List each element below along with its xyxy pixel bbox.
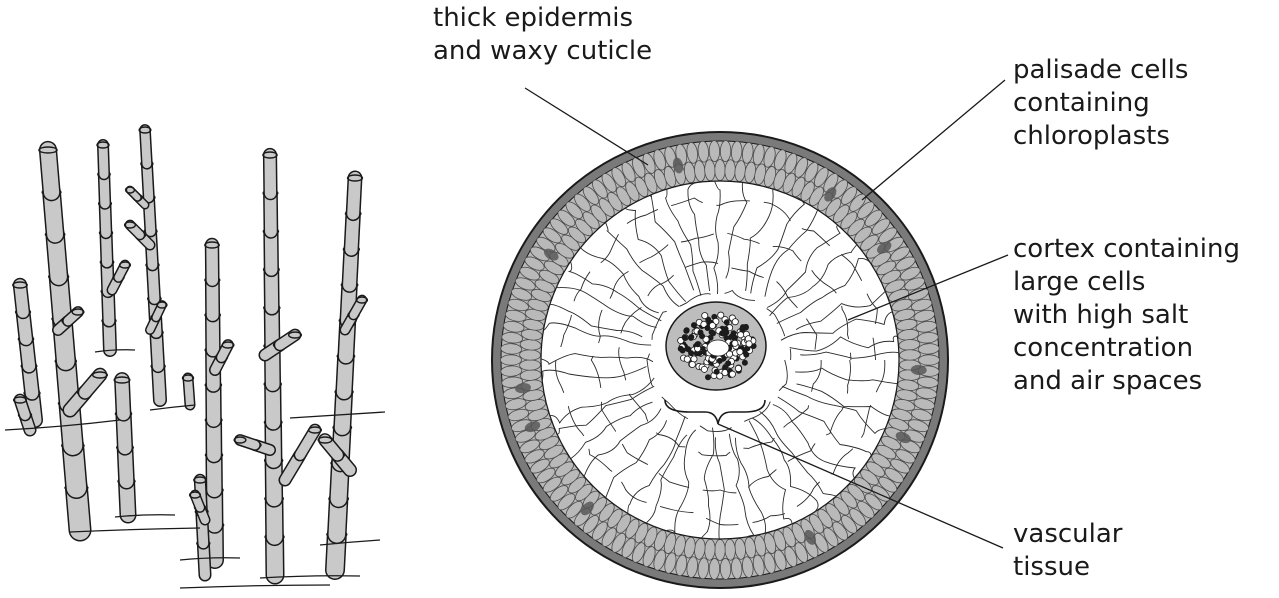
xylem-cell — [714, 369, 719, 374]
phloem-cell — [732, 340, 738, 346]
xylem-cell — [744, 352, 749, 357]
label-epidermis-line-1: thick epidermis — [433, 2, 652, 35]
label-cortex-line-5: and air spaces — [1013, 365, 1240, 398]
label-vascular-line-2: tissue — [1013, 551, 1122, 584]
phloem-cell — [738, 332, 744, 338]
label-palisade: palisade cells containing chloroplasts — [1013, 54, 1188, 153]
stem-segment — [48, 150, 52, 192]
xylem-cell — [724, 330, 729, 335]
label-cortex-line-2: large cells — [1013, 266, 1240, 299]
xylem-cell — [689, 334, 694, 339]
stem-segment — [145, 130, 147, 164]
palisade-cell — [720, 140, 731, 161]
phloem-cell — [732, 319, 738, 325]
palisade-cell — [919, 355, 940, 365]
label-vascular: vascular tissue — [1013, 518, 1122, 584]
phloem-cell — [746, 341, 752, 347]
xylem-cell — [695, 342, 700, 347]
palisade-cell — [709, 140, 720, 161]
leader-palisade — [862, 80, 1005, 200]
xylem-cell — [682, 335, 687, 340]
stem-segment — [300, 430, 315, 455]
phloem-cell — [701, 366, 707, 372]
label-cortex-line-4: concentration — [1013, 332, 1240, 365]
xylem-cell — [684, 328, 689, 333]
stem-segment — [122, 380, 124, 414]
xylem-cell — [710, 331, 715, 336]
stem-segment — [20, 285, 23, 312]
plant-drawing — [5, 127, 385, 588]
palisade-cell — [715, 160, 725, 181]
palisade-cell — [715, 540, 725, 561]
phloem-cell — [709, 322, 715, 328]
xylem-cell — [724, 320, 729, 325]
label-epidermis-line-2: and waxy cuticle — [433, 35, 652, 68]
stem-segment — [103, 145, 104, 174]
xylem-cell — [717, 358, 722, 363]
xylem-cell — [742, 360, 747, 365]
phloem-cell — [718, 312, 724, 318]
label-cortex: cortex containing large cells with high … — [1013, 233, 1240, 398]
label-cortex-line-3: with high salt — [1013, 299, 1240, 332]
palisade-cell — [709, 558, 720, 579]
label-epidermis: thick epidermis and waxy cuticle — [433, 2, 652, 68]
xylem-cell — [705, 375, 710, 380]
xylem-cell — [699, 333, 704, 338]
pith-gap — [707, 340, 729, 356]
palisade-cell — [501, 355, 522, 365]
label-palisade-line-1: palisade cells — [1013, 54, 1188, 87]
phloem-cell — [737, 349, 743, 355]
xylem-cell — [740, 327, 745, 332]
phloem-cell — [735, 365, 741, 371]
phloem-cell — [689, 361, 695, 367]
label-palisade-line-2: containing — [1013, 87, 1188, 120]
label-cortex-line-1: cortex containing — [1013, 233, 1240, 266]
stem-segment — [188, 378, 190, 405]
stem-segment — [353, 178, 355, 214]
stem-cross-section — [492, 132, 948, 588]
label-palisade-line-3: chloroplasts — [1013, 120, 1188, 153]
palisade-cell — [519, 349, 540, 360]
xylem-cell — [729, 334, 734, 339]
phloem-cell — [702, 313, 708, 319]
ground-line — [180, 585, 330, 588]
leader-epidermis — [525, 88, 648, 165]
xylem-cell — [726, 361, 731, 366]
xylem-cell — [691, 322, 696, 327]
xylem-cell — [686, 347, 691, 352]
xylem-cell — [680, 348, 685, 353]
palisade-cell — [720, 558, 731, 579]
label-vascular-line-1: vascular — [1013, 518, 1122, 551]
palisade-cell — [899, 349, 920, 360]
phloem-cell — [729, 371, 735, 377]
phloem-cell — [684, 356, 690, 362]
palisade-cell — [519, 360, 540, 371]
